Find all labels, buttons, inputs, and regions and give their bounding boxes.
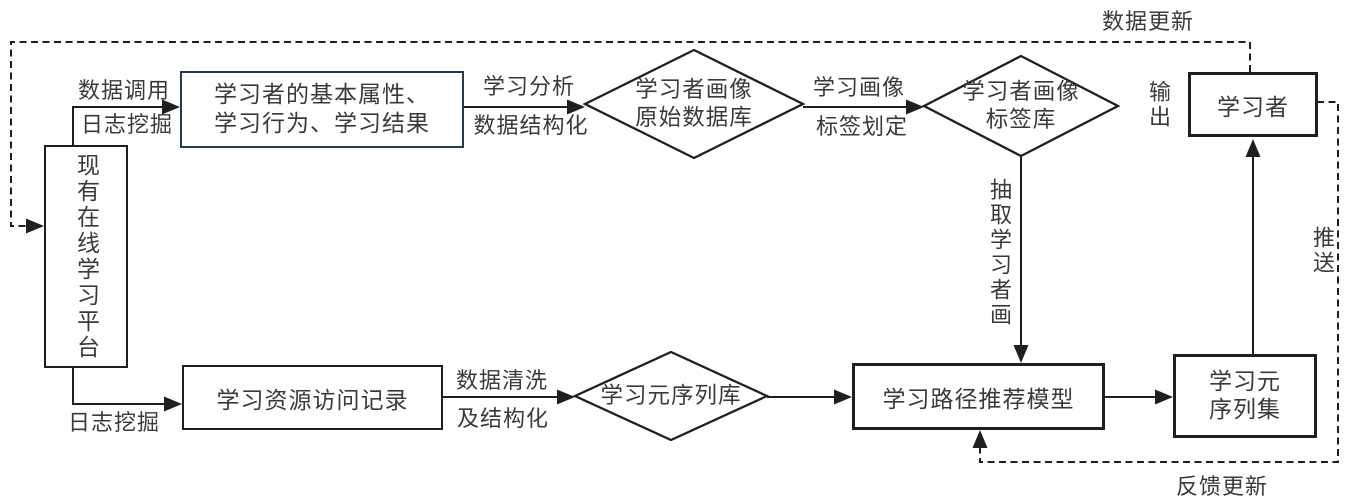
node-learner-label: 学习者: [1217, 94, 1289, 120]
edge-label-learning-profile: 学习画像: [812, 75, 906, 100]
node-learner-attributes-line1: 学习者的基本属性、: [214, 82, 430, 108]
edge-label-data-structuring: 数据结构化: [473, 113, 589, 138]
edge-label-push: 推送: [1310, 226, 1335, 276]
arrowhead-into-model-top: [1013, 345, 1029, 363]
edge-label-extract-profile: 抽取学习者画: [987, 178, 1012, 328]
node-learner: 学习者: [1188, 72, 1318, 137]
arrowhead-into-seqdb: [557, 389, 575, 405]
node-online-platform: 现有在线学习平台: [44, 145, 128, 368]
diamond-sequence-db-label: 学习元序列库: [600, 382, 741, 410]
node-online-platform-label: 现有在线学习平台: [73, 152, 99, 361]
arrowhead-into-platform: [26, 218, 44, 234]
node-recommend-model-label: 学习路径推荐模型: [882, 386, 1075, 412]
edge-label-and-structuring: 及结构化: [456, 406, 550, 431]
edge-label-tag-delimit: 标签划定: [815, 114, 909, 139]
edge-label-output: 输出: [1146, 80, 1171, 130]
arrowhead-into-model-bottom: [972, 430, 988, 448]
edge-label-learning-analysis: 学习分析: [482, 74, 576, 99]
diamond-tag-db-line1: 学习者画像: [962, 78, 1080, 104]
edge-platform-to-attributes: [72, 106, 166, 145]
edge-label-data-cleaning: 数据清洗: [455, 368, 549, 393]
edge-label-data-update: 数据更新: [1101, 9, 1195, 34]
diamond-profile-db-line2: 原始数据库: [635, 105, 753, 130]
diamond-profile-db-shape: [582, 48, 806, 160]
node-access-log: 学习资源访问记录: [182, 365, 443, 430]
arrowhead-into-accesslog: [164, 396, 182, 412]
arrowhead-into-model-left: [834, 389, 852, 405]
arrowhead-into-profiledb: [567, 99, 585, 115]
edge-platform-to-accesslog: [72, 368, 168, 405]
node-learner-attributes: 学习者的基本属性、 学习行为、学习结果: [180, 71, 464, 148]
diamond-sequence-db-shape: [572, 350, 770, 442]
node-recommend-model: 学习路径推荐模型: [852, 363, 1105, 430]
diamond-tag-db-line2: 标签库: [985, 107, 1057, 132]
edge-feedback-dashed: [979, 101, 1339, 463]
edge-label-log-mining-bottom: 日志挖掘: [67, 410, 161, 435]
diamond-profile-db-line1: 学习者画像: [635, 76, 753, 102]
diamond-tag-db-label: 学习者画像 标签库: [962, 78, 1080, 134]
node-sequence-set-line1: 学习元: [1209, 368, 1281, 394]
diamond-profile-db-label: 学习者画像 原始数据库: [635, 76, 753, 132]
arrowhead-into-learner: [1245, 139, 1261, 157]
edge-data-update-dashed: [10, 41, 1251, 227]
node-sequence-set-line2: 序列集: [1209, 397, 1281, 422]
diamond-tag-db-shape: [921, 54, 1121, 158]
node-learner-attributes-line2: 学习行为、学习结果: [214, 110, 430, 136]
arrowhead-into-tagdb: [906, 99, 924, 115]
arrowhead-into-seqset: [1155, 389, 1173, 405]
edge-label-feedback-update: 反馈更新: [1175, 474, 1269, 498]
node-sequence-set: 学习元 序列集: [1173, 354, 1317, 438]
node-access-log-label: 学习资源访问记录: [216, 387, 409, 413]
edge-label-data-call: 数据调用: [77, 78, 171, 103]
diamond-sequence-db-text: 学习元序列库: [600, 382, 742, 408]
edge-label-log-mining-top: 日志挖掘: [80, 112, 174, 137]
arrowhead-into-attributes: [162, 99, 180, 115]
